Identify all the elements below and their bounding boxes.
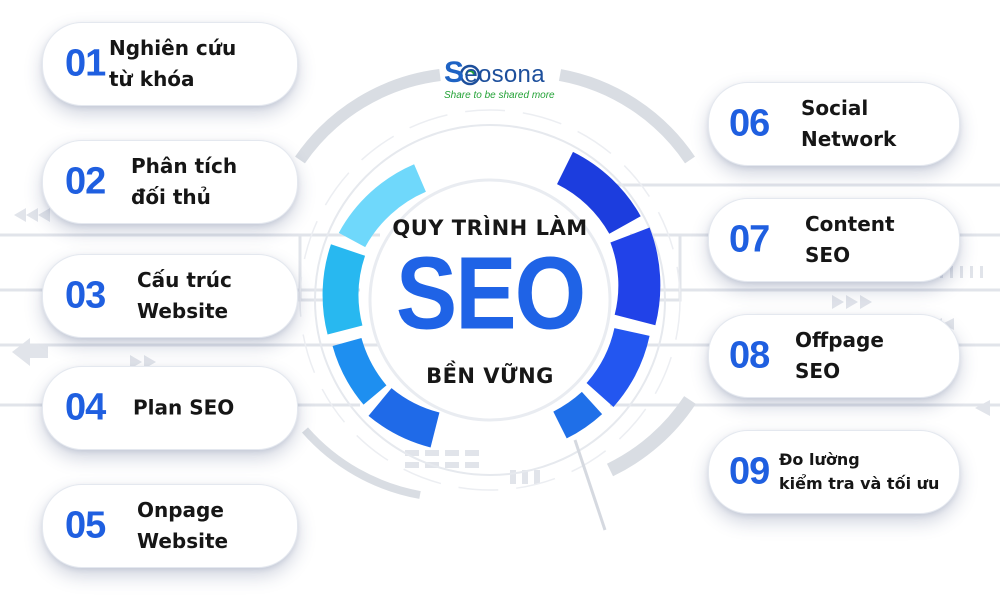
- step-label: Social Network: [801, 96, 897, 151]
- center-seo: SEO: [395, 236, 586, 352]
- step-number: 01: [65, 42, 106, 85]
- step-number: 02: [65, 160, 106, 203]
- step-number: 05: [65, 504, 106, 547]
- center-line-3: BỀN VỮNG: [426, 364, 554, 388]
- step-number: 04: [65, 386, 106, 429]
- outer-arcs: [295, 69, 696, 499]
- step-label: Offpage SEO: [795, 328, 884, 383]
- step-number: 03: [65, 274, 106, 317]
- logo-wordmark: Seosona: [444, 56, 545, 90]
- step-label: Nghiên cứu từ khóa: [109, 36, 237, 91]
- chevron-arrows-icon: [12, 208, 990, 416]
- step-label: Phân tích đối thủ: [131, 154, 238, 209]
- step-card-05: 05 Onpage Website: [42, 484, 298, 568]
- center-disc: [368, 178, 612, 422]
- step-card-07: 07 Content SEO: [708, 198, 960, 282]
- step-card-08: 08 Offpage SEO: [708, 314, 960, 398]
- step-number: 09: [729, 450, 770, 493]
- logo-swirl-icon: [459, 64, 481, 86]
- logo-text: eosona: [464, 61, 545, 88]
- step-number: 08: [729, 334, 770, 377]
- center-line-1: QUY TRÌNH LÀM: [392, 216, 588, 240]
- step-card-03: 03 Cấu trúc Website: [42, 254, 298, 338]
- step-card-02: 02 Phân tích đối thủ: [42, 140, 298, 224]
- step-card-01: 01 Nghiên cứu từ khóa: [42, 22, 298, 106]
- logo-initial: S: [444, 56, 465, 89]
- step-card-04: 04 Plan SEO: [42, 366, 298, 450]
- step-card-06: 06 Social Network: [708, 82, 960, 166]
- step-card-09: 09 Đo lường kiểm tra và tối ưu: [708, 430, 960, 514]
- step-number: 06: [729, 102, 770, 145]
- step-label: Plan SEO: [133, 395, 235, 420]
- step-label: Cấu trúc Website: [137, 268, 232, 323]
- step-number: 07: [729, 218, 770, 261]
- logo-tagline: Share to be shared more: [444, 90, 555, 101]
- seo-ring: [322, 151, 661, 531]
- step-label: Đo lường kiểm tra và tối ưu: [779, 450, 940, 493]
- step-label: Onpage Website: [137, 498, 229, 553]
- step-label: Content SEO: [805, 212, 895, 267]
